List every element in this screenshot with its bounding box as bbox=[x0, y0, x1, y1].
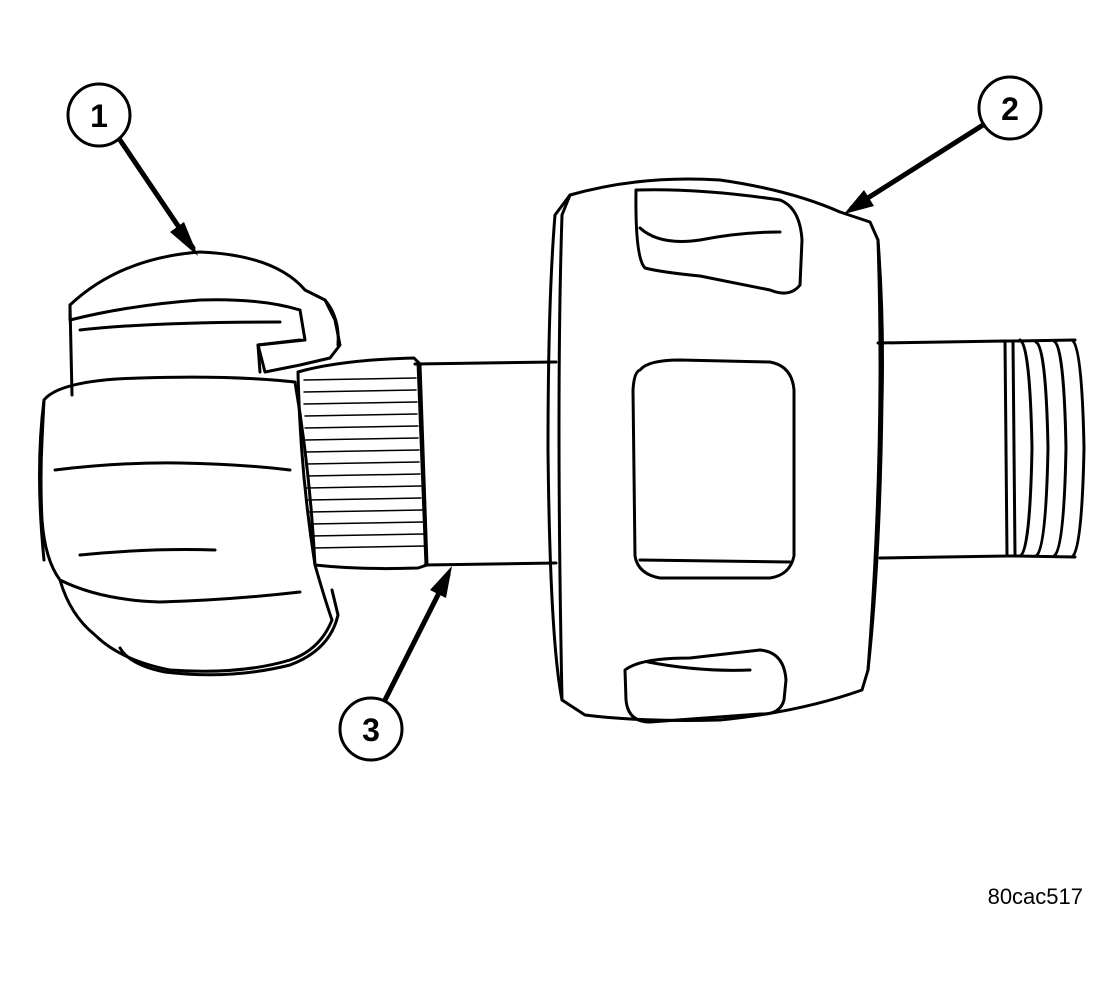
callout-2-number: 2 bbox=[1001, 91, 1019, 127]
callout-1 bbox=[66, 82, 198, 256]
outer-cv-joint bbox=[38, 250, 342, 677]
shaft bbox=[413, 360, 558, 567]
callout-1-number: 1 bbox=[90, 98, 108, 134]
spline-section bbox=[296, 356, 429, 571]
figure-id: 80cac517 bbox=[987, 884, 1083, 909]
callout-3 bbox=[338, 566, 452, 762]
boot-clamp bbox=[546, 177, 884, 724]
shaft-right-section bbox=[876, 338, 1086, 560]
callout-3-number: 3 bbox=[362, 712, 380, 748]
callout-2 bbox=[844, 75, 1043, 214]
